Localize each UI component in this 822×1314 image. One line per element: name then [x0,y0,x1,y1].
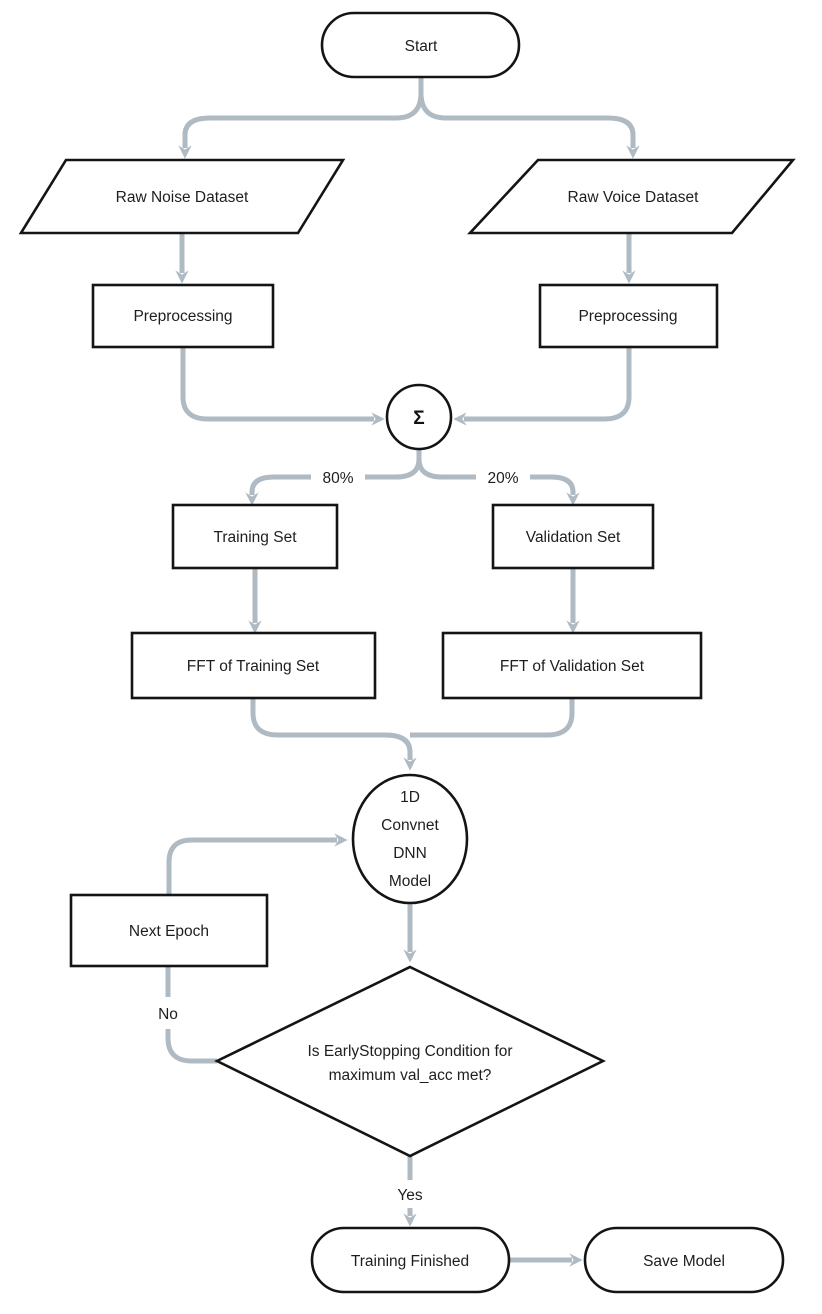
node-training-finished-shape [310,1226,511,1294]
node-preprocessing-left-label: Preprocessing [133,308,232,325]
node-preprocessing-left: Preprocessing [91,283,275,349]
edge-start-to-raw-noise [178,77,424,159]
node-save-model-label: Save Model [643,1253,725,1270]
edge-preprocessing-left-to-sum [180,347,385,426]
node-decision-label-line1: Is EarlyStopping Condition for [307,1043,512,1060]
node-raw-noise-dataset: Raw Noise Dataset [18,158,346,235]
node-fft-validation-set-shape [441,631,703,700]
node-raw-voice-dataset-label: Raw Voice Dataset [568,189,700,206]
node-decision: Is EarlyStopping Condition for maximum v… [214,965,606,1158]
node-save-model-shape [583,1226,785,1294]
node-raw-voice-dataset-shape [467,158,796,235]
edge-label-80-percent: 80% [322,470,353,487]
node-start-shape [320,11,521,79]
edge-fft-validation-to-model [410,698,575,738]
node-raw-noise-dataset-shape [18,158,346,235]
node-start-label: Start [405,38,438,55]
edge-label-yes: Yes [397,1187,423,1204]
node-preprocessing-right: Preprocessing [538,283,719,349]
node-fft-training-set-shape [130,631,377,700]
node-fft-validation-set-label: FFT of Validation Set [500,658,645,675]
edge-label-no: No [158,1006,178,1023]
node-fft-training-set: FFT of Training Set [130,631,377,700]
node-validation-set-shape [491,503,655,570]
node-sum-shape [385,383,453,451]
edge-label-80-bg [311,466,365,488]
sigma-symbol: Σ [413,408,424,429]
node-preprocessing-right-shape [538,283,719,349]
node-sum: Σ [385,383,453,451]
edge-next-epoch-to-model [166,833,348,895]
node-training-set-label: Training Set [214,529,298,546]
node-fft-validation-set: FFT of Validation Set [441,631,703,700]
node-validation-set-label: Validation Set [526,529,621,546]
edge-decision-to-next-epoch [165,966,217,1064]
edge-label-20-bg [476,466,530,488]
node-preprocessing-left-shape [91,283,275,349]
node-decision-label-line2: maximum val_acc met? [329,1067,492,1084]
node-model-shape [351,773,469,905]
node-model-label-line3: DNN [393,845,427,862]
edge-label-yes-bg [391,1180,429,1208]
node-preprocessing-right-label: Preprocessing [578,308,677,325]
node-model-label-line1: 1D [400,789,420,806]
node-training-finished: Training Finished [310,1226,511,1294]
edge-label-no-bg [150,997,186,1029]
node-raw-noise-dataset-label: Raw Noise Dataset [116,189,249,206]
edge-labels-layer: 80% 20% No Yes [150,466,530,1208]
node-start: Start [320,11,521,79]
node-model: 1D Convnet DNN Model [351,773,469,905]
node-save-model: Save Model [583,1226,785,1294]
edge-preprocessing-right-to-sum [453,347,632,426]
edges-layer [165,77,640,1267]
node-training-set: Training Set [171,503,339,570]
edge-start-to-raw-voice [418,77,640,159]
node-fft-training-set-label: FFT of Training Set [187,658,320,675]
node-next-epoch: Next Epoch [69,893,269,968]
node-next-epoch-label: Next Epoch [129,923,209,940]
node-next-epoch-shape [69,893,269,968]
edge-fft-training-to-model [250,698,417,771]
node-model-label-line2: Convnet [381,817,439,834]
node-raw-voice-dataset: Raw Voice Dataset [467,158,796,235]
node-training-finished-label: Training Finished [351,1253,469,1270]
edge-label-20-percent: 20% [487,470,518,487]
node-validation-set: Validation Set [491,503,655,570]
node-model-label-line4: Model [389,873,431,890]
node-decision-shape [214,965,606,1158]
node-training-set-shape [171,503,339,570]
